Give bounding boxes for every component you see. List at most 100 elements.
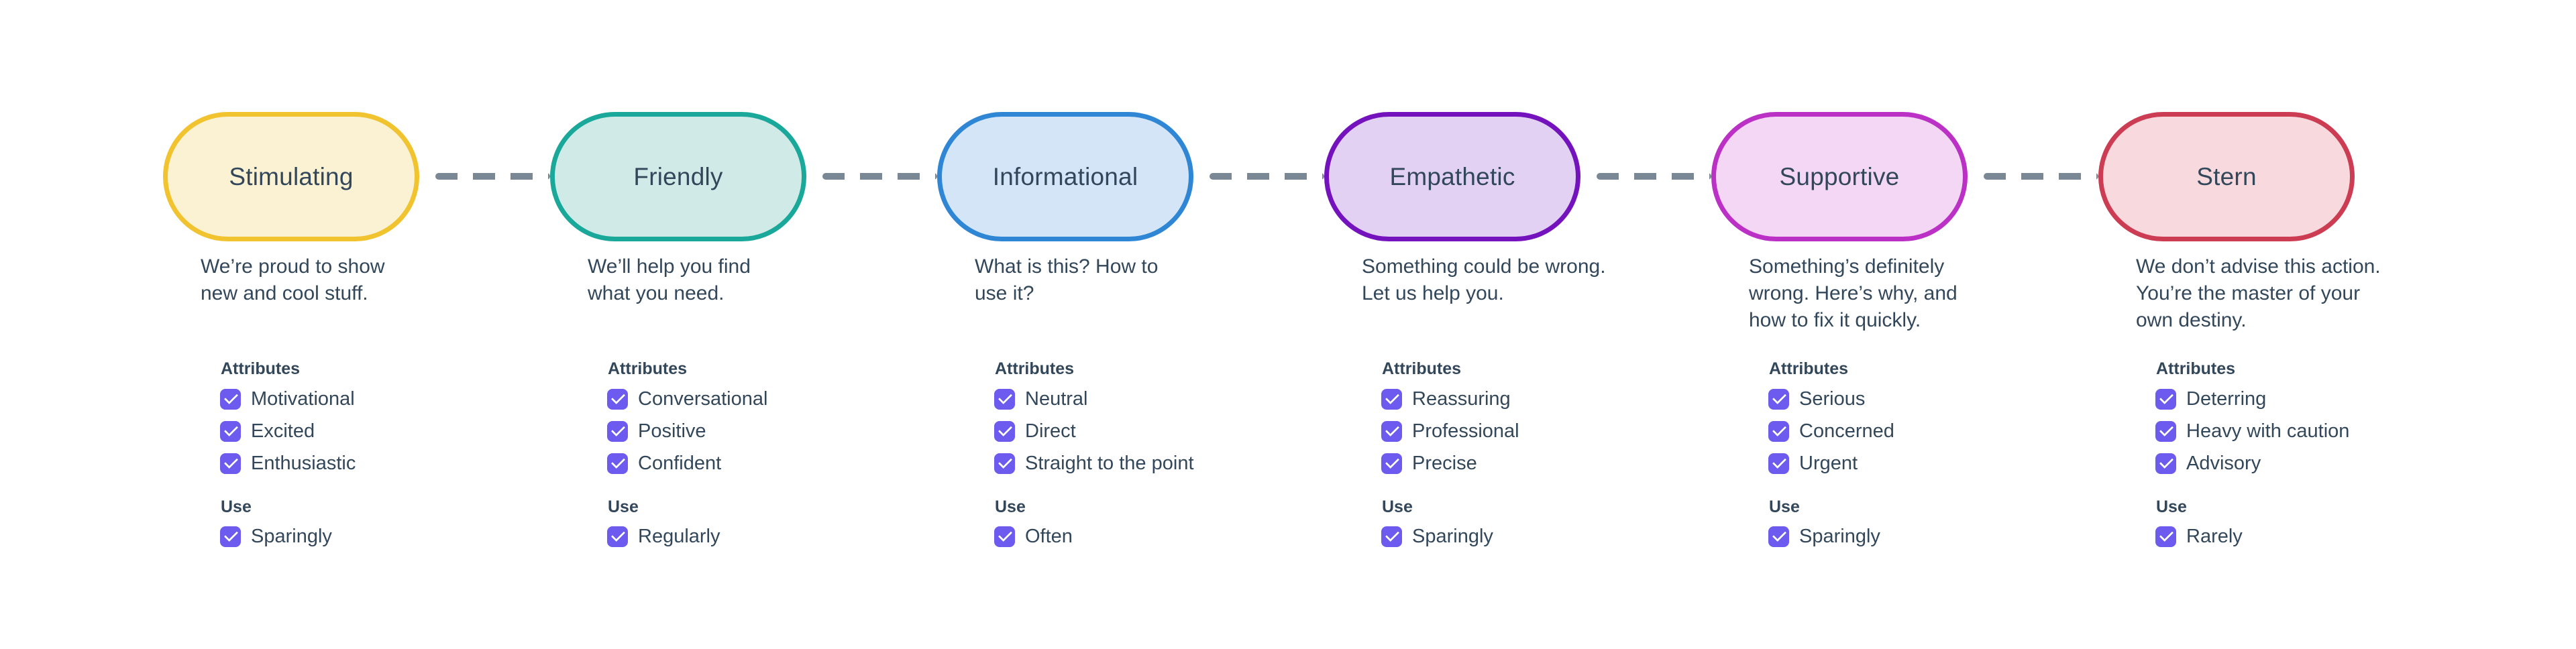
attribute-row: Neutral — [994, 388, 1088, 410]
tone-title: Empathetic — [1389, 162, 1515, 190]
use-heading: Use — [2156, 497, 2187, 516]
checkbox[interactable] — [2155, 388, 2176, 410]
checkbox[interactable] — [994, 420, 1015, 442]
check-icon — [223, 422, 239, 436]
checkbox[interactable] — [994, 388, 1015, 410]
check-icon — [223, 454, 239, 469]
tone-title: Stimulating — [229, 162, 354, 190]
use-label: Sparingly — [1412, 525, 1493, 547]
attribute-row: Urgent — [1768, 453, 1858, 474]
checkbox[interactable] — [220, 453, 241, 474]
attribute-row: Precise — [1381, 453, 1477, 474]
checkbox[interactable] — [1381, 453, 1402, 474]
attributes-heading: Attributes — [2156, 359, 2236, 378]
tone-column-supportive: Supportive Something’s definitely wrong.… — [1711, 0, 1968, 649]
checkbox[interactable] — [220, 526, 241, 547]
attribute-row: Motivational — [220, 388, 355, 410]
attribute-row: Straight to the point — [994, 453, 1194, 474]
use-label: Regularly — [638, 525, 720, 547]
tone-column-informational: Informational What is this? How to use i… — [937, 0, 1194, 649]
checkbox[interactable] — [607, 388, 628, 410]
check-icon — [2159, 454, 2174, 469]
tone-description: Something could be wrong. Let us help yo… — [1362, 255, 1606, 304]
use-row: Rarely — [2155, 526, 2243, 547]
tone-description: We’re proud to show new and cool stuff. — [201, 255, 385, 304]
connector-dashed-line — [435, 173, 550, 180]
tone-description: We don’t advise this action. You’re the … — [2136, 255, 2381, 331]
attribute-row: Professional — [1381, 420, 1519, 442]
tone-title: Stern — [2196, 162, 2257, 190]
attributes-heading: Attributes — [608, 359, 688, 378]
tone-title: Informational — [992, 162, 1138, 190]
checkbox[interactable] — [1381, 388, 1402, 410]
tone-pill: Stern — [2098, 112, 2355, 241]
checkbox[interactable] — [2155, 420, 2176, 442]
attributes-heading: Attributes — [995, 359, 1075, 378]
attribute-label: Straight to the point — [1025, 452, 1194, 474]
connector-dashed-line — [1597, 173, 1711, 180]
check-icon — [1772, 527, 1787, 542]
tone-pill: Empathetic — [1324, 112, 1580, 241]
check-icon — [1772, 390, 1787, 404]
tone-pill: Informational — [937, 112, 1193, 241]
attribute-label: Urgent — [1799, 452, 1858, 474]
use-heading: Use — [1769, 497, 1800, 516]
tone-column-friendly: Friendly We’ll help you find what you ne… — [550, 0, 806, 649]
attribute-label: Deterring — [2186, 388, 2267, 410]
checkbox[interactable] — [607, 420, 628, 442]
use-row: Sparingly — [220, 526, 332, 547]
attribute-label: Positive — [638, 420, 706, 442]
check-icon — [1772, 454, 1787, 469]
checkbox[interactable] — [220, 420, 241, 442]
tone-column-empathetic: Empathetic Something could be wrong. Let… — [1324, 0, 1606, 649]
checkbox[interactable] — [1768, 388, 1789, 410]
checkbox[interactable] — [1381, 526, 1402, 547]
checkbox[interactable] — [1768, 453, 1789, 474]
attribute-row: Serious — [1768, 388, 1865, 410]
attribute-row: Advisory — [2155, 453, 2261, 474]
tone-title: Supportive — [1779, 162, 1900, 190]
checkbox[interactable] — [607, 526, 628, 547]
checkbox[interactable] — [1768, 420, 1789, 442]
use-label: Sparingly — [251, 525, 332, 547]
check-icon — [1385, 422, 1400, 436]
checkbox[interactable] — [220, 388, 241, 410]
check-icon — [2159, 527, 2174, 542]
use-label: Rarely — [2186, 525, 2243, 547]
attribute-row: Enthusiastic — [220, 453, 356, 474]
check-icon — [1385, 390, 1400, 404]
tone-pill: Friendly — [550, 112, 806, 241]
attribute-label: Excited — [251, 420, 315, 442]
checkbox[interactable] — [994, 453, 1015, 474]
attribute-label: Neutral — [1025, 388, 1088, 410]
checkbox[interactable] — [607, 453, 628, 474]
use-label: Sparingly — [1799, 525, 1880, 547]
attribute-row: Deterring — [2155, 388, 2266, 410]
use-heading: Use — [995, 497, 1026, 516]
check-icon — [998, 454, 1013, 469]
check-icon — [1385, 527, 1400, 542]
attribute-row: Positive — [607, 420, 706, 442]
attribute-label: Concerned — [1799, 420, 1894, 442]
checkbox[interactable] — [994, 526, 1015, 547]
use-heading: Use — [1382, 497, 1413, 516]
check-icon — [998, 390, 1013, 404]
check-icon — [610, 527, 626, 542]
checkbox[interactable] — [1381, 420, 1402, 442]
tone-description: We’ll help you find what you need. — [588, 255, 751, 304]
attribute-row: Confident — [607, 453, 721, 474]
use-row: Often — [994, 526, 1073, 547]
checkbox[interactable] — [2155, 453, 2176, 474]
use-heading: Use — [221, 497, 252, 516]
attribute-label: Reassuring — [1412, 388, 1511, 410]
attribute-label: Motivational — [251, 388, 355, 410]
connector-dashed-line — [1210, 173, 1324, 180]
attribute-label: Professional — [1412, 420, 1519, 442]
tone-description: What is this? How to use it? — [975, 255, 1159, 304]
checkbox[interactable] — [1768, 526, 1789, 547]
checkbox[interactable] — [2155, 526, 2176, 547]
check-icon — [610, 390, 626, 404]
use-label: Often — [1025, 525, 1073, 547]
attribute-row: Direct — [994, 420, 1076, 442]
